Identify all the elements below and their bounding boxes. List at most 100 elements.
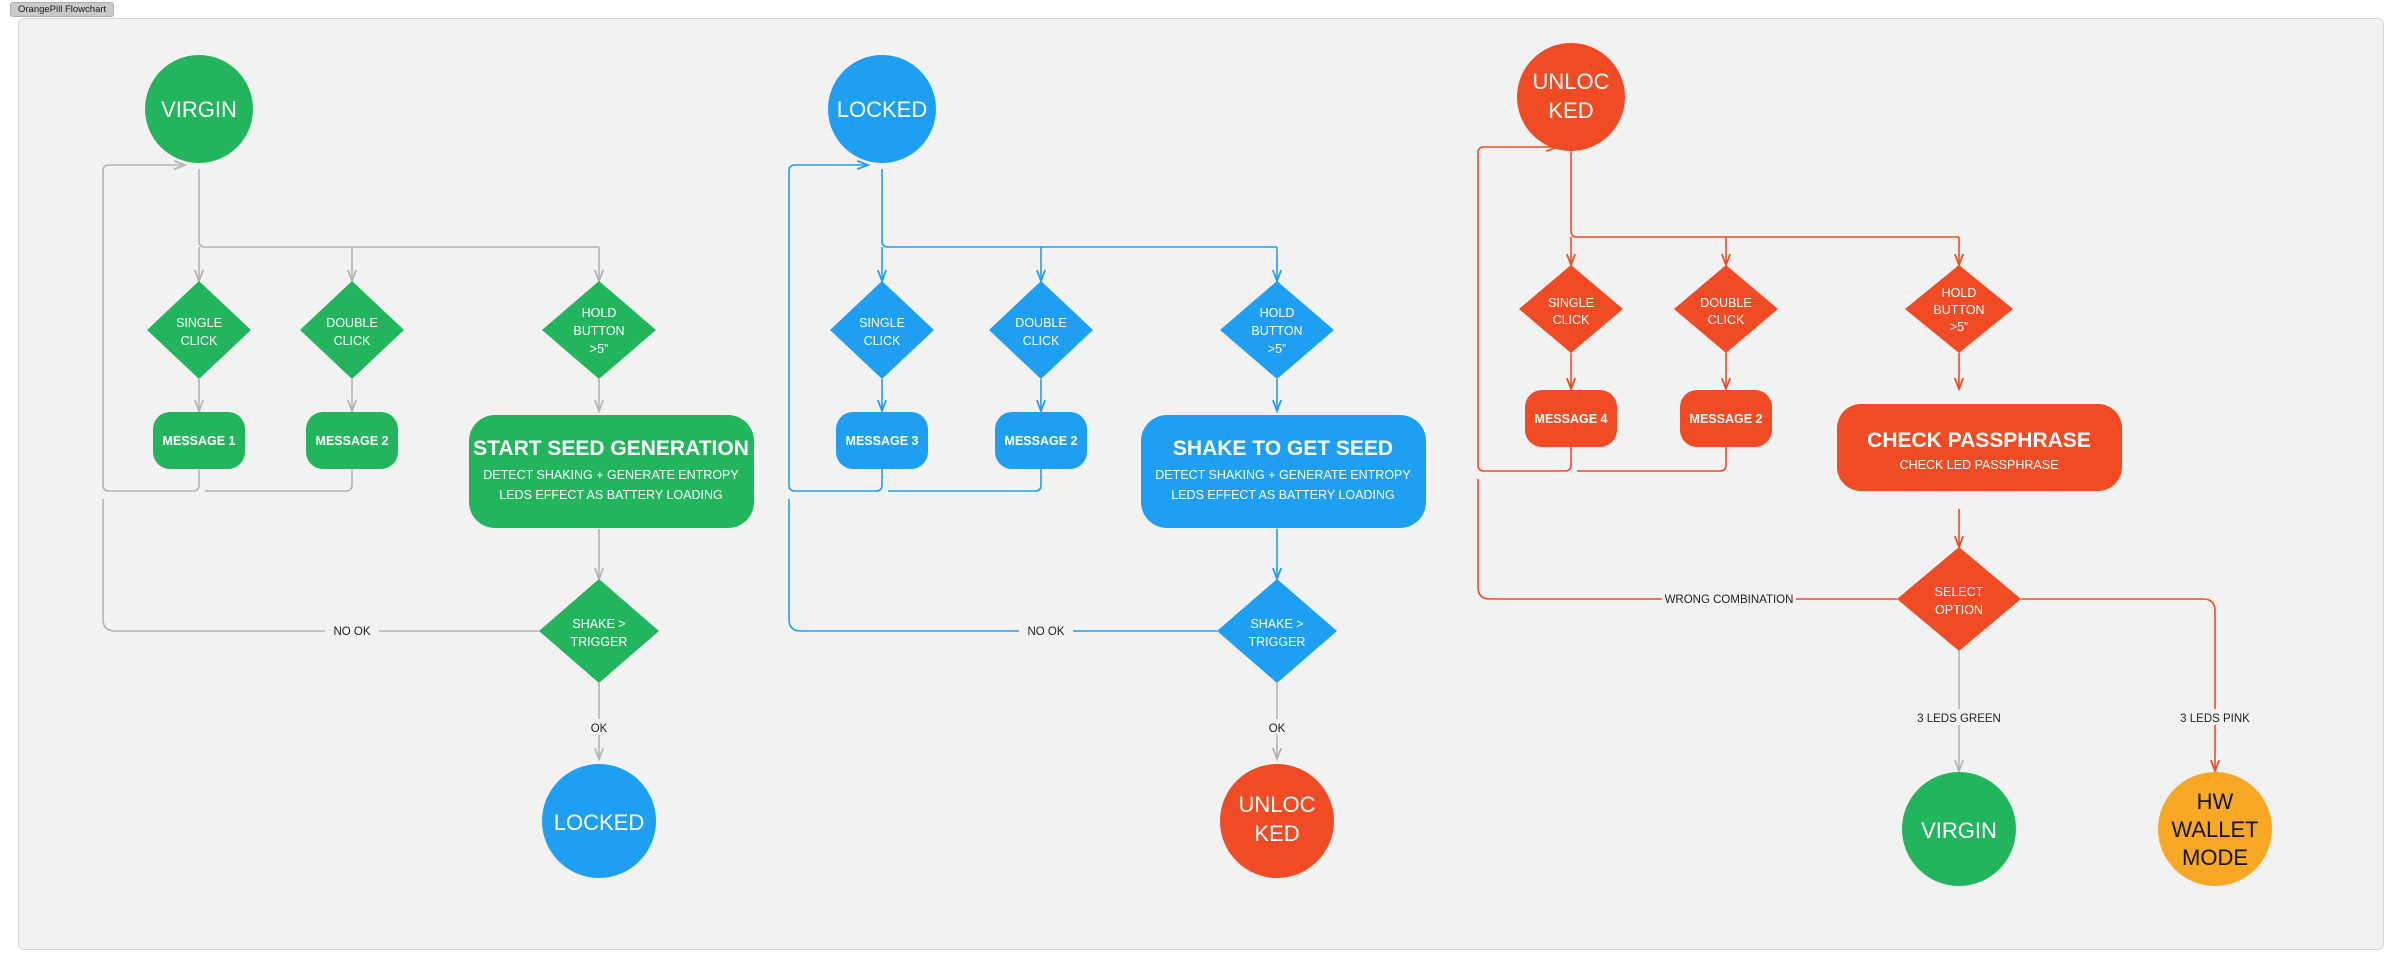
unlocked-hold-button-node[interactable] bbox=[1905, 265, 2013, 353]
hw-wallet-mode-label-3: MODE bbox=[2182, 845, 2248, 870]
shake-to-get-seed-sub2: LEDS EFFECT AS BATTERY LOADING bbox=[1171, 488, 1394, 502]
double-click-label-2: CLICK bbox=[334, 334, 371, 348]
unlocked-end-label-2: KED bbox=[1254, 821, 1299, 846]
virgin-no-ok-label: NO OK bbox=[333, 626, 370, 638]
shake-to-get-seed-node[interactable] bbox=[1141, 415, 1426, 528]
select-option-node[interactable] bbox=[1897, 547, 2021, 651]
start-seed-generation-sub2: LEDS EFFECT AS BATTERY LOADING bbox=[499, 488, 722, 502]
single-click-label-1: SINGLE bbox=[176, 316, 222, 330]
locked-no-ok-label: NO OK bbox=[1027, 626, 1064, 638]
message-2-node[interactable] bbox=[306, 412, 398, 469]
unlocked-single-click-label-2: CLICK bbox=[1553, 313, 1590, 327]
locked-double-click-label-1: DOUBLE bbox=[1015, 316, 1066, 330]
locked-flow-edges bbox=[788, 160, 1282, 632]
leds-pink-label-bg bbox=[2175, 709, 2255, 725]
hold-button-label-1: HOLD bbox=[582, 306, 617, 320]
message-1-node[interactable] bbox=[153, 412, 245, 469]
hold-button-label-3: >5” bbox=[590, 342, 608, 356]
unlocked-double-click-node[interactable] bbox=[1674, 265, 1778, 353]
leds-green-label: 3 LEDS GREEN bbox=[1917, 713, 2001, 725]
locked-hold-button-label-3: >5” bbox=[1268, 342, 1286, 356]
shake-to-get-seed-sub1: DETECT SHAKING + GENERATE ENTROPY bbox=[1155, 468, 1411, 482]
locked-message-2-node[interactable] bbox=[995, 412, 1087, 469]
message-1-label: MESSAGE 1 bbox=[163, 434, 236, 448]
unlocked-message-2-node[interactable] bbox=[1680, 390, 1772, 447]
message-3-node[interactable] bbox=[836, 412, 928, 469]
virgin-state-label: VIRGIN bbox=[161, 97, 237, 122]
locked-state-node-end[interactable] bbox=[542, 764, 656, 878]
locked-single-click-label-1: SINGLE bbox=[859, 316, 905, 330]
double-click-node[interactable] bbox=[300, 281, 404, 379]
single-click-node[interactable] bbox=[147, 281, 251, 379]
shake-trigger-label-1: SHAKE > bbox=[572, 617, 625, 631]
locked-state-end-label: LOCKED bbox=[554, 810, 644, 835]
unlocked-flow-edges bbox=[1477, 142, 2220, 774]
wrong-combination-label: WRONG COMBINATION bbox=[1665, 594, 1794, 606]
unlocked-single-click-node[interactable] bbox=[1519, 265, 1623, 353]
tab-bar: OrangePill Flowchart bbox=[0, 0, 2400, 17]
unlocked-state-label-2: KED bbox=[1548, 98, 1593, 123]
select-option-label-2: OPTION bbox=[1935, 603, 1983, 617]
virgin-outcome-node[interactable] bbox=[1902, 772, 2016, 886]
unlocked-single-click-label-1: SINGLE bbox=[1548, 296, 1594, 310]
shake-to-get-seed-title: SHAKE TO GET SEED bbox=[1173, 437, 1393, 460]
start-seed-generation-node[interactable] bbox=[469, 415, 754, 528]
locked-double-click-node[interactable] bbox=[989, 281, 1093, 379]
unlocked-hold-button-label-2: BUTTON bbox=[1933, 303, 1984, 317]
double-click-label-1: DOUBLE bbox=[326, 316, 377, 330]
ok-label-bg-2 bbox=[1263, 719, 1291, 735]
locked-double-click-label-2: CLICK bbox=[1023, 334, 1060, 348]
hw-wallet-mode-label-2: WALLET bbox=[2171, 817, 2258, 842]
unlocked-message-2-label: MESSAGE 2 bbox=[1690, 412, 1763, 426]
unlocked-end-label-1: UNLOC bbox=[1238, 792, 1315, 817]
ok-label-bg-1 bbox=[585, 719, 613, 735]
unlocked-hold-button-label-3: >5” bbox=[1950, 320, 1968, 334]
unlocked-state-label-1: UNLOC bbox=[1532, 69, 1609, 94]
hw-wallet-mode-label-1: HW bbox=[2197, 789, 2234, 814]
unlocked-state-node-end[interactable] bbox=[1220, 764, 1334, 878]
check-passphrase-node[interactable] bbox=[1837, 404, 2122, 491]
locked-shake-trigger-label-1: SHAKE > bbox=[1250, 617, 1303, 631]
virgin-state-node[interactable] bbox=[145, 55, 253, 163]
locked-state-label: LOCKED bbox=[837, 97, 927, 122]
leds-pink-label: 3 LEDS PINK bbox=[2180, 713, 2250, 725]
flowchart-svg: VIRGIN SINGLE CLICK DOUBLE CLICK HOLD BU… bbox=[102, 43, 2272, 886]
virgin-ok-label: OK bbox=[591, 723, 608, 735]
hold-button-node[interactable] bbox=[542, 281, 656, 379]
message-4-label: MESSAGE 4 bbox=[1535, 412, 1608, 426]
flowchart-canvas[interactable]: VIRGIN SINGLE CLICK DOUBLE CLICK HOLD BU… bbox=[18, 18, 2384, 950]
no-ok-label-bg-1 bbox=[325, 622, 379, 638]
virgin-flow-edges bbox=[102, 160, 604, 762]
tab-orangepill-flowchart[interactable]: OrangePill Flowchart bbox=[10, 2, 115, 17]
single-click-label-2: CLICK bbox=[181, 334, 218, 348]
locked-message-2-label: MESSAGE 2 bbox=[1005, 434, 1078, 448]
unlocked-double-click-label-2: CLICK bbox=[1708, 313, 1745, 327]
check-passphrase-sub1: CHECK LED PASSPHRASE bbox=[1900, 458, 2059, 472]
no-ok-label-bg-2 bbox=[1019, 622, 1073, 638]
wrong-combination-label-bg bbox=[1662, 590, 1796, 606]
locked-shake-trigger-label-2: TRIGGER bbox=[1249, 635, 1306, 649]
locked-shake-trigger-node[interactable] bbox=[1217, 579, 1337, 683]
virgin-outcome-label: VIRGIN bbox=[1921, 818, 1997, 843]
locked-hold-button-node[interactable] bbox=[1220, 281, 1334, 379]
locked-ok-label: OK bbox=[1269, 723, 1286, 735]
select-option-label-1: SELECT bbox=[1935, 585, 1984, 599]
start-seed-generation-title: START SEED GENERATION bbox=[473, 437, 749, 460]
message-4-node[interactable] bbox=[1525, 390, 1617, 447]
locked-single-click-node[interactable] bbox=[830, 281, 934, 379]
start-seed-generation-sub1: DETECT SHAKING + GENERATE ENTROPY bbox=[483, 468, 739, 482]
hw-wallet-mode-node[interactable] bbox=[2158, 772, 2272, 886]
hold-button-label-2: BUTTON bbox=[573, 324, 624, 338]
check-passphrase-title: CHECK PASSPHRASE bbox=[1867, 429, 2091, 452]
locked-hold-button-label-2: BUTTON bbox=[1251, 324, 1302, 338]
message-3-label: MESSAGE 3 bbox=[846, 434, 919, 448]
unlocked-hold-button-label-1: HOLD bbox=[1942, 286, 1977, 300]
locked-hold-button-label-1: HOLD bbox=[1260, 306, 1295, 320]
locked-state-node[interactable] bbox=[828, 55, 936, 163]
shake-trigger-node[interactable] bbox=[539, 579, 659, 683]
leds-green-label-bg bbox=[1915, 709, 2003, 725]
message-2-label: MESSAGE 2 bbox=[316, 434, 389, 448]
unlocked-double-click-label-1: DOUBLE bbox=[1700, 296, 1751, 310]
unlocked-state-node[interactable] bbox=[1517, 43, 1625, 151]
